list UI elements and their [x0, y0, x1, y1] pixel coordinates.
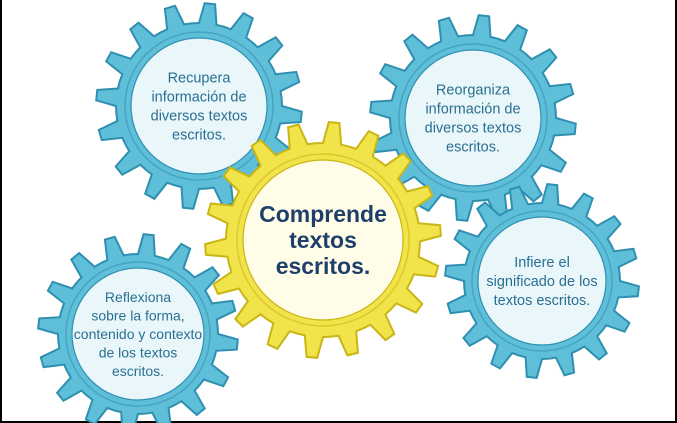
gear-reorganiza-line-1: información de [425, 102, 520, 118]
gear-infiere-ring [471, 210, 613, 352]
gear-reorganiza-line-2: diversos textos [425, 121, 522, 137]
gear-reorganiza: Reorganiza información de diversos textos e… [369, 14, 577, 222]
gear-reflexiona-line-4: escritos. [112, 363, 164, 379]
gear-reflexiona-line-2: contenido y contexto [74, 326, 203, 342]
gear-infiere: Infiere el significado de los textos escri… [444, 183, 640, 379]
gear-reflexiona-face [71, 267, 205, 401]
gear-reflexiona-line-0: Reflexiona [105, 289, 171, 305]
gear-reflexiona-line-1: sobre la forma, [91, 307, 184, 323]
gear-recupera-line-2: diversos textos [151, 109, 248, 125]
gear-reorganiza-line-0: Reorganiza [436, 83, 511, 99]
gear-comprende-line-2: escritos. [276, 253, 371, 279]
gear-comprende-ring [236, 153, 410, 327]
gear-reorganiza-ring [398, 43, 548, 193]
gear-recupera-line-1: información de [151, 90, 246, 106]
gear-recupera-line-3: escritos. [172, 128, 226, 144]
gear-reorganiza-face [404, 49, 542, 187]
gear-reflexiona: Reflexiona sobre la forma, contenido y con… [37, 233, 239, 423]
gear-comprende-line-0: Comprende [259, 201, 387, 227]
gear-comprende-face [242, 159, 404, 321]
gear-recupera-line-0: Recupera [168, 71, 232, 87]
gear-reflexiona-ring [65, 261, 211, 407]
gear-recupera-ring [124, 31, 274, 181]
gear-reorganiza-line-3: escritos. [446, 140, 500, 156]
gear-infiere-face [477, 216, 607, 346]
gear-infiere-line-0: Infiere el [514, 255, 570, 271]
gear-infiere-line-1: significado de los [486, 274, 597, 290]
gear-comprende-line-1: textos [289, 227, 357, 253]
gear-recupera: Recupera información de diversos textos esc… [95, 2, 303, 210]
gear-infiere-line-2: textos escritos. [494, 293, 591, 309]
gear-reflexiona-line-3: de los textos [99, 344, 178, 360]
gear-recupera-face [130, 37, 268, 175]
